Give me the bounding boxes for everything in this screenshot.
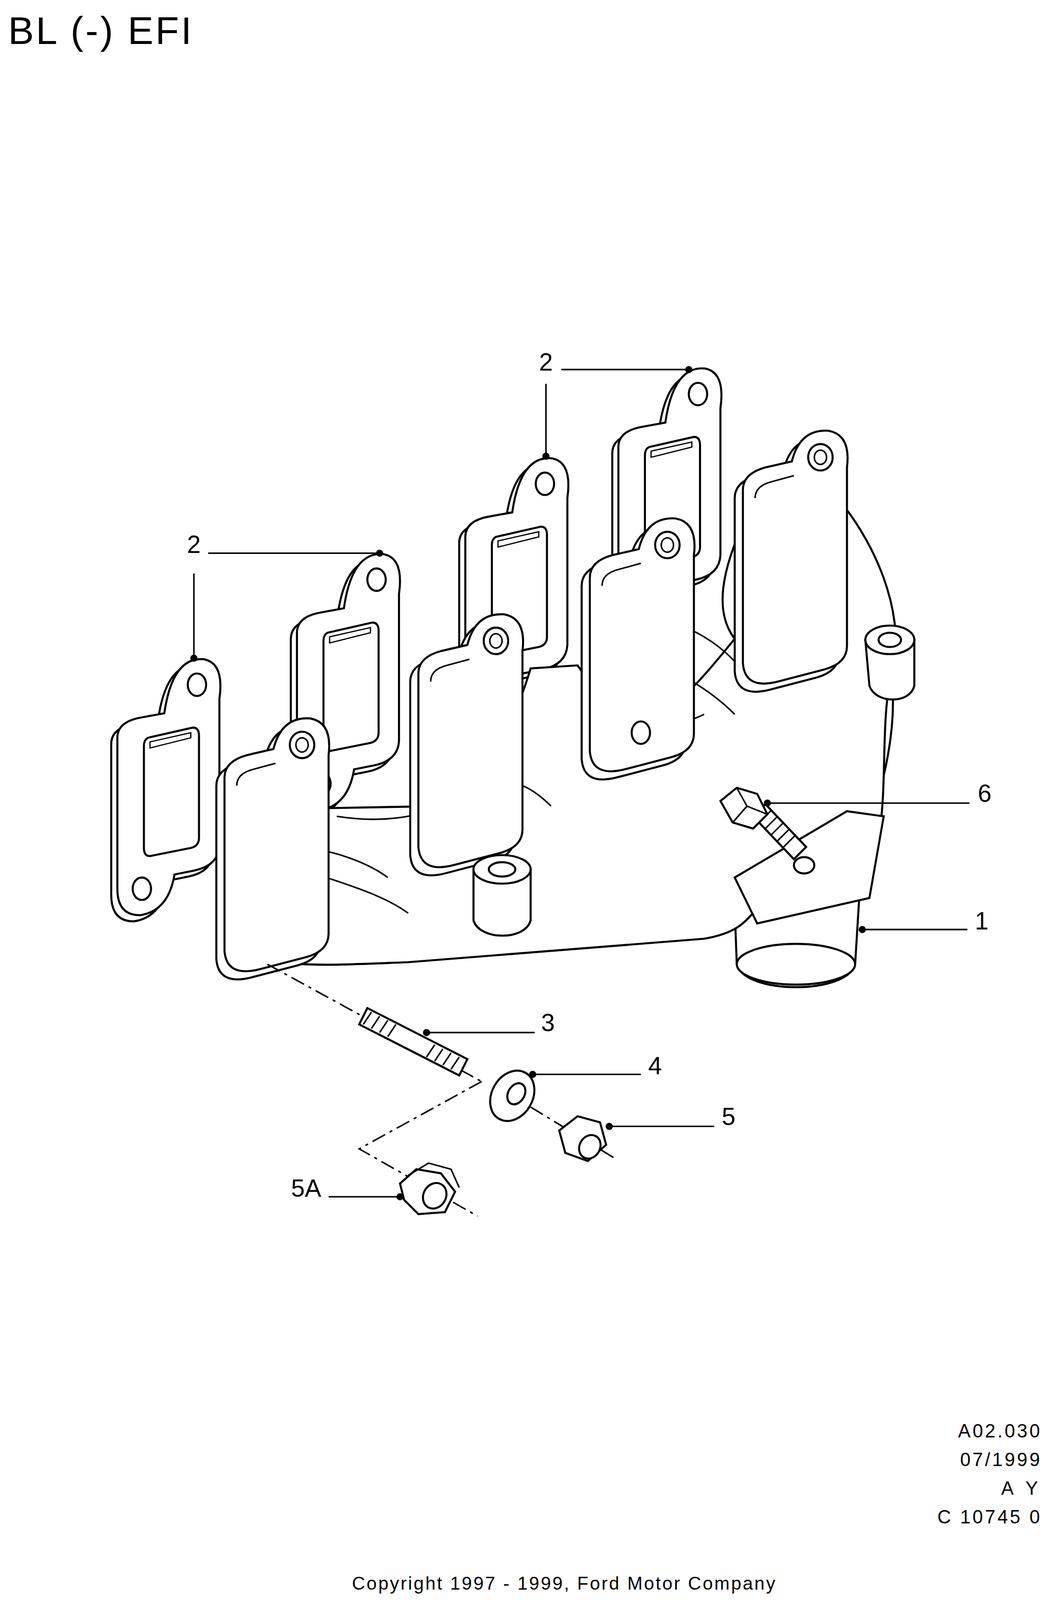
leader-dots — [190, 366, 867, 1202]
callout-number: 4 — [648, 1053, 662, 1079]
page-title: BL (-) EFI — [8, 11, 194, 50]
callout-number: 3 — [541, 1010, 556, 1036]
callout-number: 2 — [538, 349, 553, 375]
drawing-code: C 10745 0 — [937, 1508, 1042, 1528]
callout-number: 5 — [721, 1104, 736, 1130]
leader-lines — [193, 369, 970, 1198]
drawing-date: 07/1999 — [960, 1450, 1042, 1470]
bracket-and-bolt — [720, 787, 884, 924]
copyright-caption: Copyright 1997 - 1999, Ford Motor Compan… — [351, 1574, 777, 1593]
bosses — [473, 625, 915, 937]
callout-number: 2 — [186, 532, 201, 558]
centre-lines — [267, 964, 615, 1217]
fasteners — [359, 1008, 607, 1215]
drawing-code: A Y — [1001, 1479, 1042, 1499]
callout-number: 1 — [974, 909, 989, 934]
drawing-code: A02.030 — [958, 1422, 1043, 1441]
callout-number: 5A — [291, 1176, 322, 1202]
callout-number: 6 — [977, 781, 992, 807]
